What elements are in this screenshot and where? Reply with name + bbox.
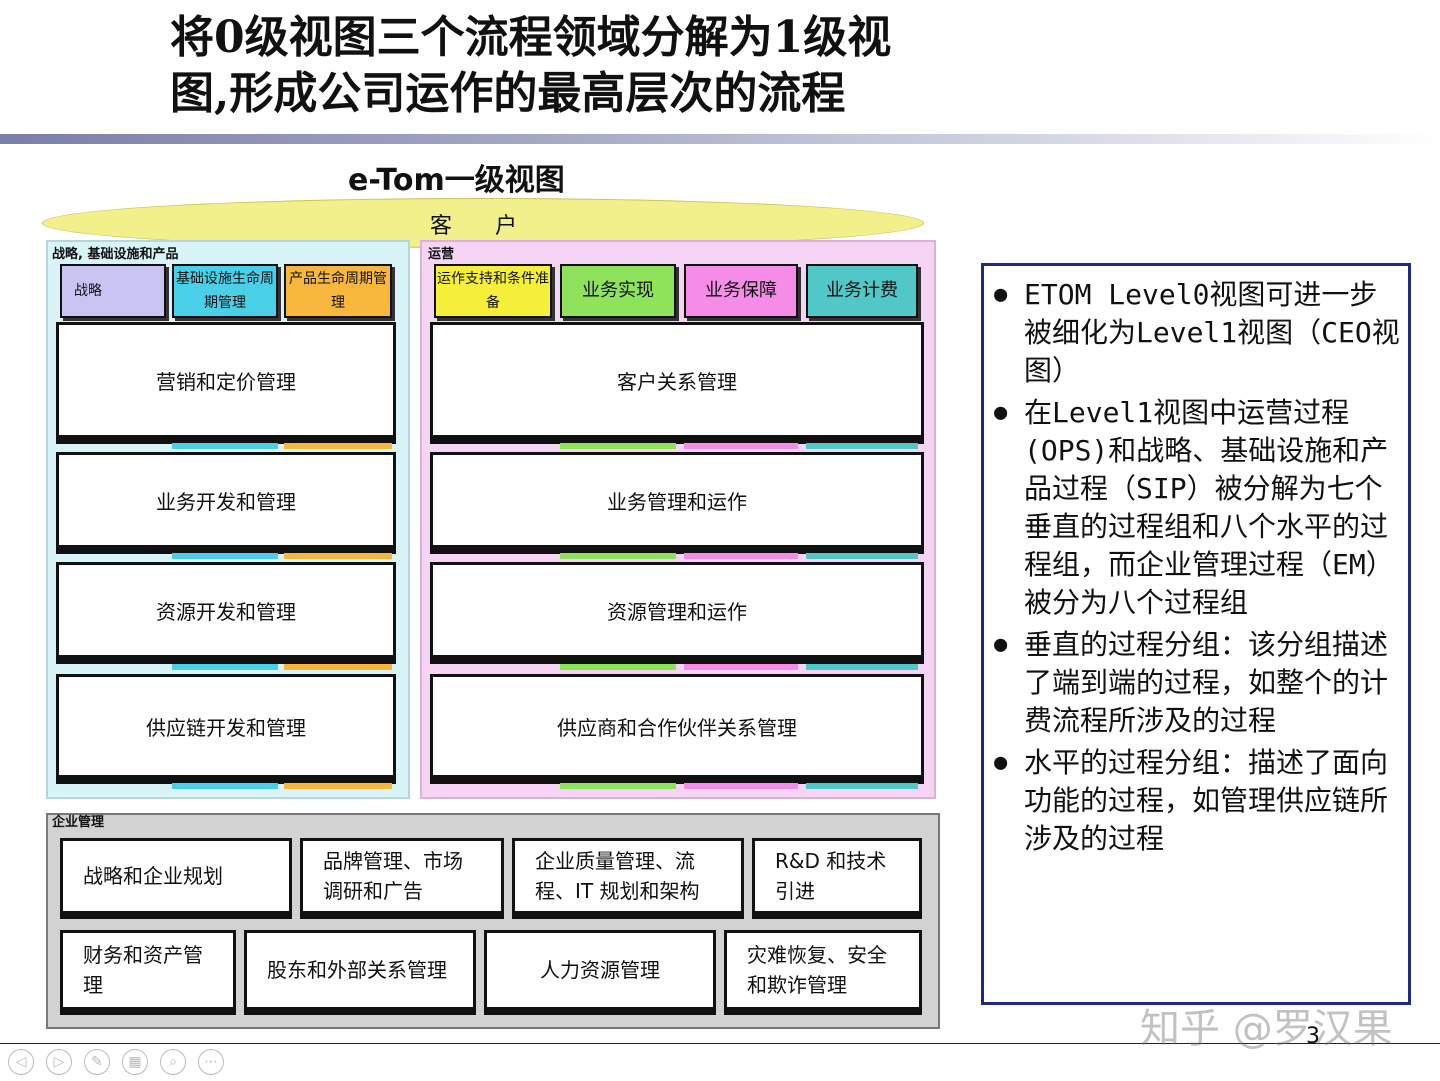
bullet-item: ● 在Level1视图中运营过程(OPS)和战略、基础设施和产品过程（SIP）被分… — [994, 394, 1404, 622]
prev-icon[interactable]: ◁ — [8, 1049, 34, 1075]
bullet-text: ETOM Level0视图可进一步被细化为Level1视图（CEO视图） — [1024, 278, 1400, 387]
ops-row-label: 供应商和合作伙伴关系管理 — [557, 715, 797, 740]
em-cell-label: 企业质量管理、流程、IT 规划和架构 — [535, 849, 700, 903]
em-disaster-security: 灾难恢复、安全和欺诈管理 — [724, 930, 922, 1010]
em-stakeholder: 股东和外部关系管理 — [244, 930, 476, 1010]
sip-strip — [172, 664, 278, 670]
sip-row-resource-dev: 资源开发和管理 — [56, 562, 396, 658]
ops-row-service-mgmt: 业务管理和运作 — [430, 452, 924, 548]
ops-column-fulfillment-support: 运作支持和条件准备 — [434, 264, 552, 318]
sip-strip — [284, 443, 392, 449]
pen-icon[interactable]: ✎ — [84, 1049, 110, 1075]
more-icon[interactable]: ⋯ — [198, 1049, 224, 1075]
bullet-icon: ● — [994, 400, 1008, 425]
ops-row-label: 客户关系管理 — [617, 369, 737, 394]
ops-column-fulfillment: 业务实现 — [560, 264, 676, 318]
sip-strip — [172, 553, 278, 559]
bullet-item: ● 垂直的过程分组：该分组描述了端到端的过程，如整个的计费流程所涉及的过程 — [994, 626, 1404, 740]
em-rnd: R&D 和技术引进 — [752, 838, 922, 914]
customer-ellipse — [42, 198, 924, 248]
ops-column-label: 业务实现 — [582, 280, 654, 301]
bullet-text: 垂直的过程分组：该分组描述了端到端的过程，如整个的计费流程所涉及的过程 — [1024, 628, 1389, 737]
ops-strip — [684, 553, 798, 559]
sip-row-service-dev: 业务开发和管理 — [56, 452, 396, 548]
ops-row-supplier: 供应商和合作伙伴关系管理 — [430, 674, 924, 778]
em-cell-label: 股东和外部关系管理 — [267, 958, 447, 982]
ops-strip — [560, 553, 676, 559]
em-cell-label: 战略和企业规划 — [83, 864, 223, 888]
ops-strip — [806, 443, 918, 449]
sip-row-label: 供应链开发和管理 — [146, 715, 306, 740]
zoom-icon[interactable]: ⌕ — [160, 1049, 186, 1075]
sip-row-label: 营销和定价管理 — [156, 369, 296, 394]
ops-strip — [560, 664, 676, 670]
bullet-text: 在Level1视图中运营过程(OPS)和战略、基础设施和产品过程（SIP）被分解… — [1024, 396, 1394, 619]
ops-row-label: 业务管理和运作 — [607, 489, 747, 514]
slide-title-line-1: 将0级视图三个流程领域分解为1级视 — [170, 12, 892, 63]
ops-strip — [684, 443, 798, 449]
ops-strip — [684, 664, 798, 670]
bullet-text: 水平的过程分组：描述了面向功能的过程，如管理供应链所涉及的过程 — [1024, 746, 1389, 855]
sip-row-label: 资源开发和管理 — [156, 599, 296, 624]
sip-strip — [284, 783, 392, 789]
ops-column-billing: 业务计费 — [806, 264, 918, 318]
description-list: ● ETOM Level0视图可进一步被细化为Level1视图（CEO视图） ● 在… — [994, 276, 1404, 862]
em-hr: 人力资源管理 — [484, 930, 716, 1010]
ops-row-resource-mgmt: 资源管理和运作 — [430, 562, 924, 658]
bullet-icon: ● — [994, 750, 1008, 775]
slides-icon[interactable]: ▦ — [122, 1049, 148, 1075]
em-finance-assets: 财务和资产管理 — [60, 930, 236, 1010]
sip-column-infrastructure: 基础设施生命周期管理 — [172, 264, 278, 318]
ops-column-label: 运作支持和条件准备 — [437, 271, 549, 311]
sip-strip — [284, 664, 392, 670]
ops-strip — [560, 443, 676, 449]
em-cell-label: R&D 和技术引进 — [775, 849, 887, 903]
bullet-item: ● 水平的过程分组：描述了面向功能的过程，如管理供应链所涉及的过程 — [994, 744, 1404, 858]
bullet-icon: ● — [994, 632, 1008, 657]
em-quality-it: 企业质量管理、流程、IT 规划和架构 — [512, 838, 744, 914]
customer-label: 客 户 — [430, 214, 535, 239]
em-cell-label: 人力资源管理 — [540, 958, 660, 982]
bullet-item: ● ETOM Level0视图可进一步被细化为Level1视图（CEO视图） — [994, 276, 1404, 390]
sip-row-marketing: 营销和定价管理 — [56, 322, 396, 438]
ops-strip — [806, 783, 918, 789]
sip-strip — [172, 443, 278, 449]
em-strategy-planning: 战略和企业规划 — [60, 838, 292, 914]
sip-strip — [284, 553, 392, 559]
sip-row-supply-chain: 供应链开发和管理 — [56, 674, 396, 778]
em-brand-marketing: 品牌管理、市场调研和广告 — [300, 838, 504, 914]
ops-column-label: 业务计费 — [826, 280, 898, 301]
em-cell-label: 财务和资产管理 — [83, 943, 203, 997]
slide-title-line-2: 图,形成公司运作的最高层次的流程 — [170, 68, 846, 119]
sip-column-label: 战略 — [74, 283, 102, 299]
page-number: 3 — [1306, 1024, 1320, 1049]
ops-panel-label: 运营 — [428, 247, 455, 262]
sip-panel-label: 战略, 基础设施和产品 — [52, 247, 179, 262]
sip-column-label: 产品生命周期管理 — [289, 271, 387, 311]
sip-strip — [172, 783, 278, 789]
ops-row-label: 资源管理和运作 — [607, 599, 747, 624]
ops-strip — [560, 783, 676, 789]
bullet-icon: ● — [994, 282, 1008, 307]
diagram-title: e-Tom一级视图 — [348, 163, 565, 198]
footer-line — [0, 1043, 1440, 1044]
sip-column-strategy: 战略 — [60, 264, 166, 318]
sip-row-label: 业务开发和管理 — [156, 489, 296, 514]
em-cell-label: 灾难恢复、安全和欺诈管理 — [747, 943, 887, 997]
description-box — [981, 263, 1411, 1005]
ops-column-assurance: 业务保障 — [684, 264, 798, 318]
slide-title: 将0级视图三个流程领域分解为1级视 图,形成公司运作的最高层次的流程 — [170, 10, 1170, 122]
next-icon[interactable]: ▷ — [46, 1049, 72, 1075]
ops-row-crm: 客户关系管理 — [430, 322, 924, 438]
em-panel-label: 企业管理 — [52, 815, 105, 830]
watermark: 知乎 @罗汉果 — [1140, 1006, 1393, 1052]
ops-column-label: 业务保障 — [705, 280, 777, 301]
sip-column-product: 产品生命周期管理 — [284, 264, 392, 318]
em-cell-label: 品牌管理、市场调研和广告 — [323, 849, 463, 903]
sip-column-label: 基础设施生命周期管理 — [176, 271, 274, 311]
title-divider — [0, 134, 1440, 144]
ops-strip — [806, 553, 918, 559]
ops-strip — [806, 664, 918, 670]
ops-strip — [684, 783, 798, 789]
